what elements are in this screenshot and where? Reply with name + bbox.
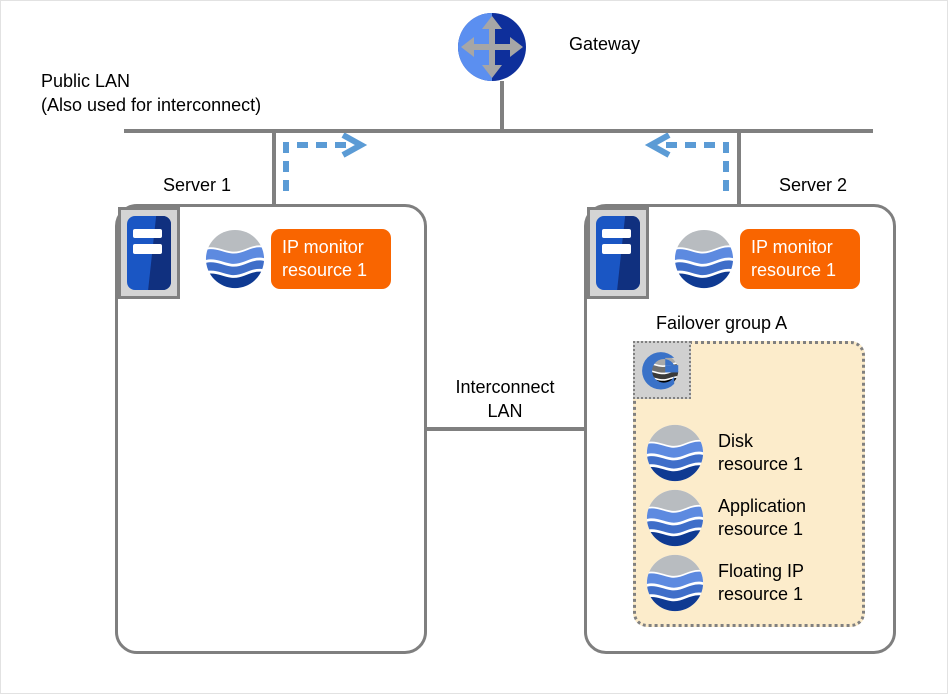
server-2-machine-icon xyxy=(587,207,649,299)
interconnect-lan-line xyxy=(425,427,585,431)
application-resource-label-line2: resource 1 xyxy=(718,519,804,539)
failover-resource-disk: Disk resource 1 xyxy=(646,424,803,482)
floating-ip-resource-label: Floating IP resource 1 xyxy=(718,560,804,606)
server-2-ip-monitor-resource-icon xyxy=(674,229,734,289)
public-lan-label-line2: (Also used for interconnect) xyxy=(41,95,262,115)
application-resource-label-line1: Application xyxy=(718,496,807,516)
disk-resource-label: Disk resource 1 xyxy=(718,430,803,476)
server-1-ip-monitor-resource-icon xyxy=(205,229,265,289)
gateway-drop-line xyxy=(500,81,504,132)
server-1-ip-monitor-badge-line1: IP monitor xyxy=(282,237,364,257)
server-1-ip-monitor-badge-line2: resource 1 xyxy=(282,260,368,280)
failover-group-icon xyxy=(633,341,691,399)
server-1-uplink-line xyxy=(272,129,276,206)
server-2-ip-monitor-badge-line1: IP monitor xyxy=(751,237,833,257)
disk-resource-label-line2: resource 1 xyxy=(718,454,804,474)
public-lan-bus-line xyxy=(124,129,873,133)
failover-resource-application: Application resource 1 xyxy=(646,489,806,547)
interconnect-lan-label-line1: Interconnect xyxy=(455,377,555,397)
monitor-arrow-left xyxy=(283,133,368,191)
server-1-label: Server 1 xyxy=(163,175,232,195)
disk-resource-icon xyxy=(646,424,704,482)
server-2-uplink-line xyxy=(737,129,741,206)
application-resource-icon xyxy=(646,489,704,547)
server-2-label: Server 2 xyxy=(779,175,848,195)
public-lan-label-line1: Public LAN xyxy=(41,71,131,91)
server-2-ip-monitor-badge: IP monitor resource 1 xyxy=(740,229,860,289)
failover-resource-floating-ip: Floating IP resource 1 xyxy=(646,554,804,612)
floating-ip-resource-icon xyxy=(646,554,704,612)
monitor-arrow-right xyxy=(644,133,729,191)
gateway-icon xyxy=(456,11,528,83)
floating-ip-resource-label-line2: resource 1 xyxy=(718,584,804,604)
server-1-machine-icon xyxy=(118,207,180,299)
gateway-label: Gateway xyxy=(569,34,641,54)
failover-group-label: Failover group A xyxy=(656,313,788,333)
server-1-ip-monitor-badge: IP monitor resource 1 xyxy=(271,229,391,289)
application-resource-label: Application resource 1 xyxy=(718,495,806,541)
disk-resource-label-line1: Disk xyxy=(718,431,753,451)
interconnect-lan-label-line2: LAN xyxy=(487,401,523,421)
floating-ip-resource-label-line1: Floating IP xyxy=(718,561,805,581)
server-2-ip-monitor-badge-line2: resource 1 xyxy=(751,260,837,280)
